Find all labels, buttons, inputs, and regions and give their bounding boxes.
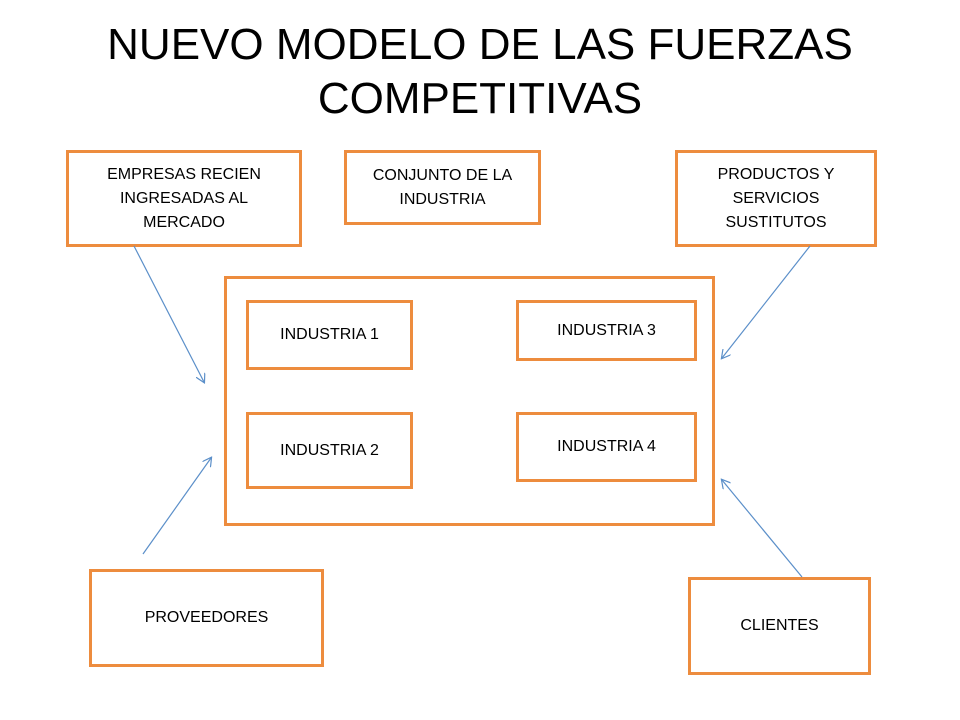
arrow-new-entrants <box>133 245 204 382</box>
box-industria-1: INDUSTRIA 1 <box>246 300 413 370</box>
box-new-entrants: EMPRESAS RECIEN INGRESADAS AL MERCADO <box>66 150 302 247</box>
box-industria-2-label: INDUSTRIA 2 <box>280 441 379 459</box>
box-industria-2: INDUSTRIA 2 <box>246 412 413 489</box>
arrow-customers <box>722 480 803 578</box>
box-industry-set: CONJUNTO DE LA INDUSTRIA <box>344 150 541 225</box>
box-industry-set-label: CONJUNTO DE LA INDUSTRIA <box>372 166 513 208</box>
slide-title: NUEVO MODELO DE LAS FUERZAS COMPETITIVAS <box>107 20 853 123</box>
box-new-entrants-label: EMPRESAS RECIEN INGRESADAS AL MERCADO <box>107 165 261 231</box>
box-customers-label: CLIENTES <box>740 617 819 634</box>
arrow-substitutes <box>722 245 811 358</box>
industry-container <box>224 276 715 526</box>
box-industria-3: INDUSTRIA 3 <box>516 300 697 361</box>
box-suppliers: PROVEEDORES <box>89 569 324 667</box>
box-substitutes-label: PRODUCTOS Y SERVICIOS SUSTITUTOS <box>717 165 835 231</box>
box-industria-3-label: INDUSTRIA 3 <box>557 321 656 339</box>
box-industria-4: INDUSTRIA 4 <box>516 412 697 482</box>
box-customers: CLIENTES <box>688 577 871 675</box>
box-industria-1-label: INDUSTRIA 1 <box>280 326 379 343</box>
box-substitutes: PRODUCTOS Y SERVICIOS SUSTITUTOS <box>675 150 877 247</box>
box-suppliers-label: PROVEEDORES <box>144 609 269 626</box>
arrow-suppliers <box>142 458 211 555</box>
box-industria-4-label: INDUSTRIA 4 <box>557 438 656 455</box>
